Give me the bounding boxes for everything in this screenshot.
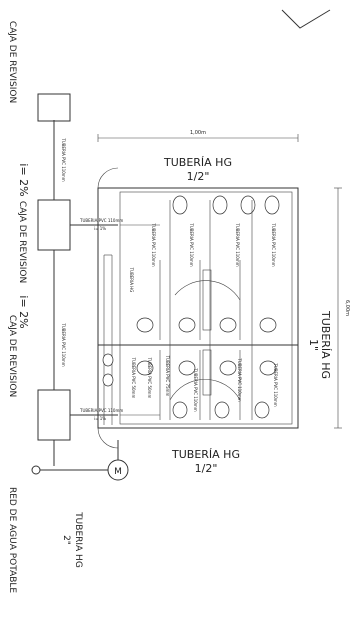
toilet-low-1 <box>136 360 154 376</box>
pvc-110-label-b: TUBERIA PVC 110mm <box>189 222 194 266</box>
hg-mid-label: TUBERIA HG <box>129 267 134 293</box>
door-arc-top <box>97 167 119 189</box>
tuberia-hg-bottom-size: 2" <box>61 535 71 545</box>
pvc-branch-label-2: TUBERIA PVC 110mm <box>79 408 123 413</box>
tuberia-hg-right-size: 1" <box>307 339 320 351</box>
door-arc-bottom <box>97 427 119 449</box>
caja-revision-label-2: CAJA DE REVISION <box>17 201 27 283</box>
toilet-bottom-1 <box>172 401 188 419</box>
pendiente-label-2: i= 2% <box>17 295 30 328</box>
toilet-low-2 <box>178 360 196 376</box>
fixtures <box>102 195 280 419</box>
tuberia-hg-low-label: TUBERÍA HG <box>171 448 240 461</box>
tuberia-hg-low-size: 1/2" <box>195 462 218 475</box>
toilet-low-3 <box>219 360 237 376</box>
dim-top-label: 1,00m <box>190 130 206 136</box>
stall-partitions <box>159 260 241 420</box>
caja-revision-box-2 <box>37 199 71 251</box>
pendiente-label-1: i= 2% <box>17 163 30 196</box>
pvc-50-label-1: TUBERIA PVC 50mm <box>131 357 136 399</box>
pvc-50-label-2: TUBERIA PVC 50mm <box>147 357 152 399</box>
pvc-110-label-e: TUBERIA PVC 110mm <box>193 367 198 411</box>
water-network-node <box>31 465 41 475</box>
caja-revision-label-3: CAJA DE REVISION <box>7 315 17 397</box>
pvc-110-label-c: TUBERIA PVC 110mm <box>235 222 240 266</box>
pvc-vertical-label-1: TUBERIA PVC 110mm <box>61 137 66 181</box>
toilet-mid-3 <box>219 317 237 333</box>
pvc-vertical-label-2: TUBERIA PVC 110mm <box>61 322 66 366</box>
tuberia-hg-top-size: 1/2" <box>187 170 210 183</box>
caja-revision-label-1: CAJA DE REVISION <box>7 21 17 103</box>
pvc-110-label-g: TUBERIA PVC 110mm <box>273 362 278 406</box>
toilet-mid-1 <box>136 317 154 333</box>
caja-revision-box-3 <box>37 389 71 441</box>
pvc-110-label-d: TUBERIA PVC 110mm <box>271 222 276 266</box>
urinal-1 <box>102 353 114 367</box>
caja-revision-box-1 <box>37 93 71 122</box>
toilet-top-3 <box>240 195 256 215</box>
toilet-top-4 <box>264 195 280 215</box>
door-arc-upper <box>174 280 241 301</box>
meter-label: M <box>114 467 122 477</box>
toilet-bottom-2 <box>214 401 230 419</box>
pvc-110-label-a: TUBERIA PVC 110mm <box>151 222 156 266</box>
urinal-2 <box>102 373 114 387</box>
tuberia-hg-bottom-label: TUBERIA HG <box>73 511 83 568</box>
pvc-75-label: TUBERIA PVC 75mm <box>165 355 170 397</box>
toilet-mid-4 <box>259 317 277 333</box>
red-agua-label: RED DE AGUA POTABLE <box>7 487 17 593</box>
pipe-runs <box>120 200 253 420</box>
toilet-top-1 <box>172 195 188 215</box>
building-inner <box>119 191 293 425</box>
tuberia-hg-top-label: TUBERÍA HG <box>163 156 232 169</box>
toilet-bottom-3 <box>254 401 270 419</box>
toilet-top-2 <box>212 195 228 215</box>
toilet-mid-2 <box>178 317 196 333</box>
pvc-branch-label-1: TUBERIA PVC 110mm <box>79 218 123 223</box>
corner-fragment <box>281 9 331 29</box>
tuberia-hg-right-label: TUBERÍA HG <box>319 310 332 379</box>
pvc-110-label-f: TUBERIA PVC 110mm <box>237 357 242 401</box>
door-arc-lower <box>169 379 241 401</box>
dim-right-label: 6,00m <box>344 300 350 316</box>
pvc-branch-slope-2: i= 1% <box>94 416 106 421</box>
toilet-low-4 <box>259 360 277 376</box>
pvc-branch-slope-1: i= 1% <box>94 226 106 231</box>
building-outline <box>97 187 299 429</box>
